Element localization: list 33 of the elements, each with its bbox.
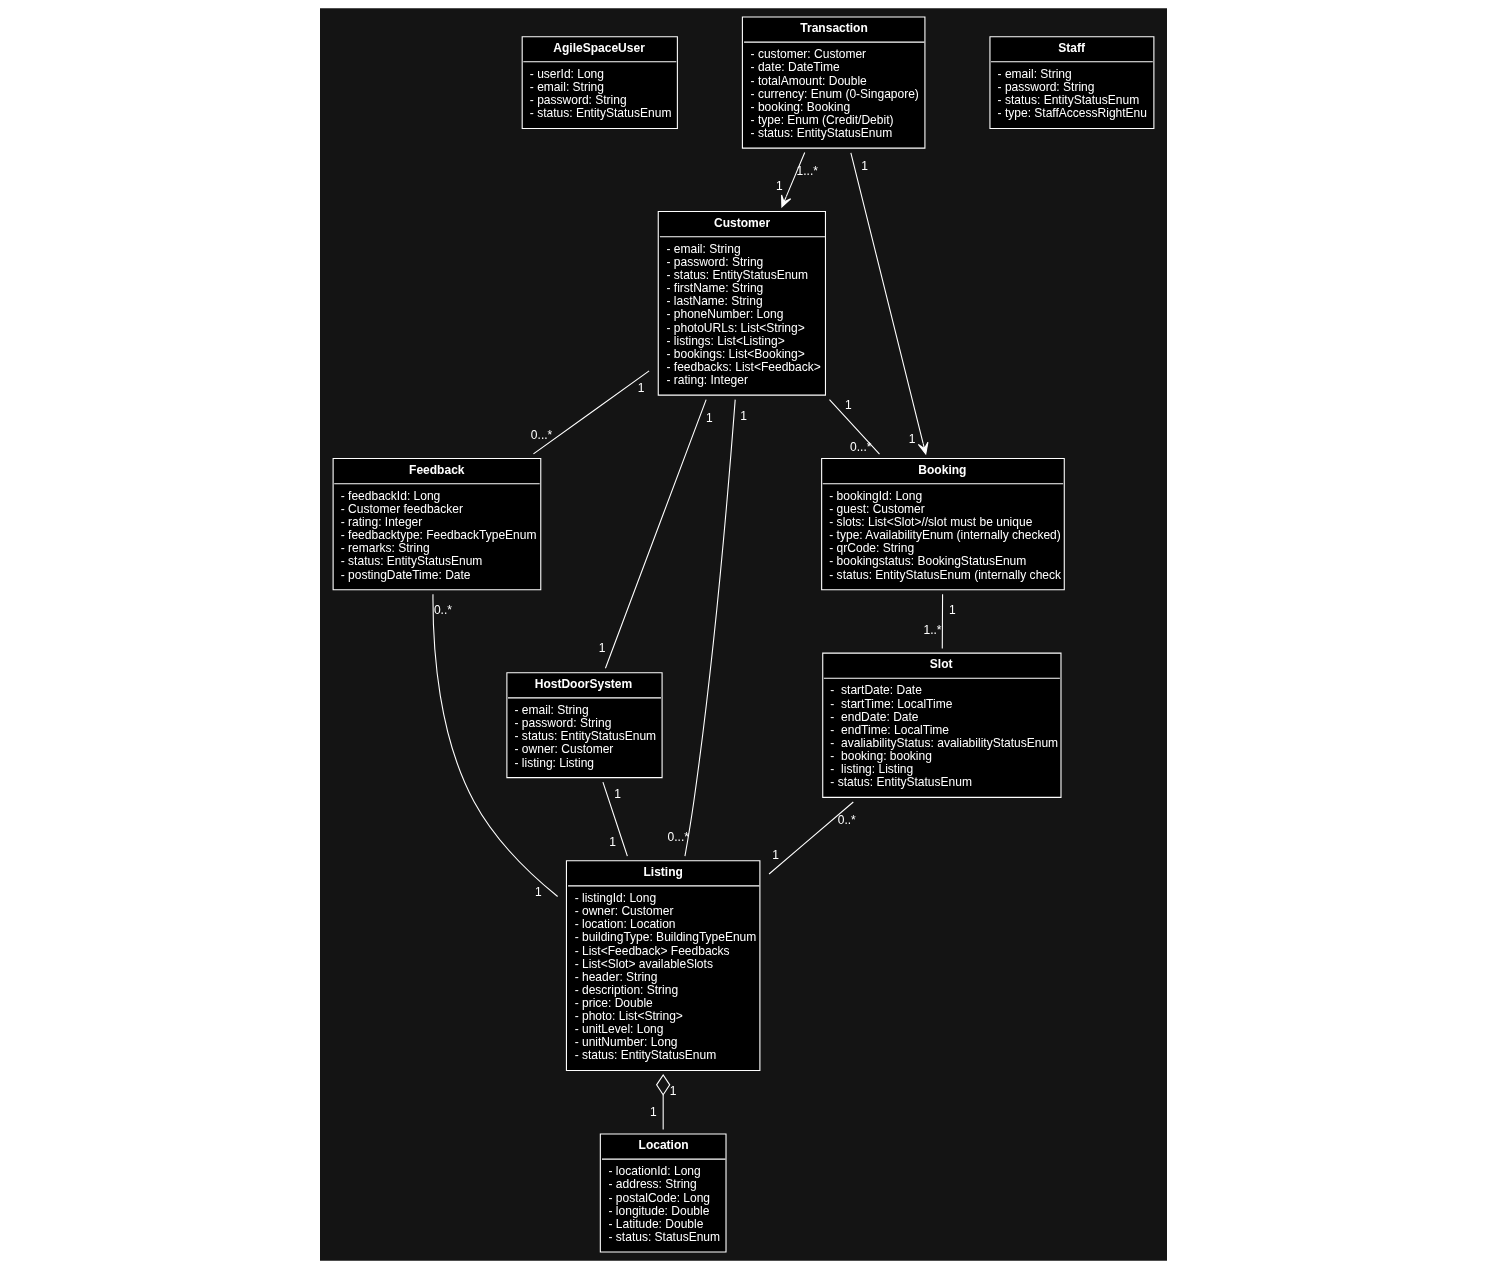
connector [768,801,854,875]
connector [604,399,707,669]
label: 1 [649,1104,657,1119]
label: 0...* [530,427,553,442]
label: 1 [614,787,621,802]
arrow [850,152,929,455]
label: 1 [861,159,868,174]
connector [532,370,650,455]
label: 1 [844,397,852,412]
label: 0...* [850,440,872,455]
connector [828,399,881,455]
label: 1 [669,1084,677,1099]
label: 1 [598,640,606,655]
connector [602,781,628,857]
label: 1 [637,380,645,395]
connector [941,593,944,649]
label: 1 [776,179,783,194]
label: 0...* [667,829,689,844]
connector [684,399,736,857]
connector [655,1074,671,1131]
label: 1 [706,411,713,426]
label: 1 [534,885,542,900]
label: 1 [948,603,956,618]
label: 1..* [923,623,942,638]
label: 1 [772,847,779,862]
label: 0..* [837,812,856,827]
arrow [781,152,806,208]
label: 1...* [796,164,818,179]
label: 1 [908,431,916,446]
label: 0..* [433,603,452,618]
label: 1 [609,835,617,850]
label: 1 [740,409,748,424]
connector [432,593,559,898]
